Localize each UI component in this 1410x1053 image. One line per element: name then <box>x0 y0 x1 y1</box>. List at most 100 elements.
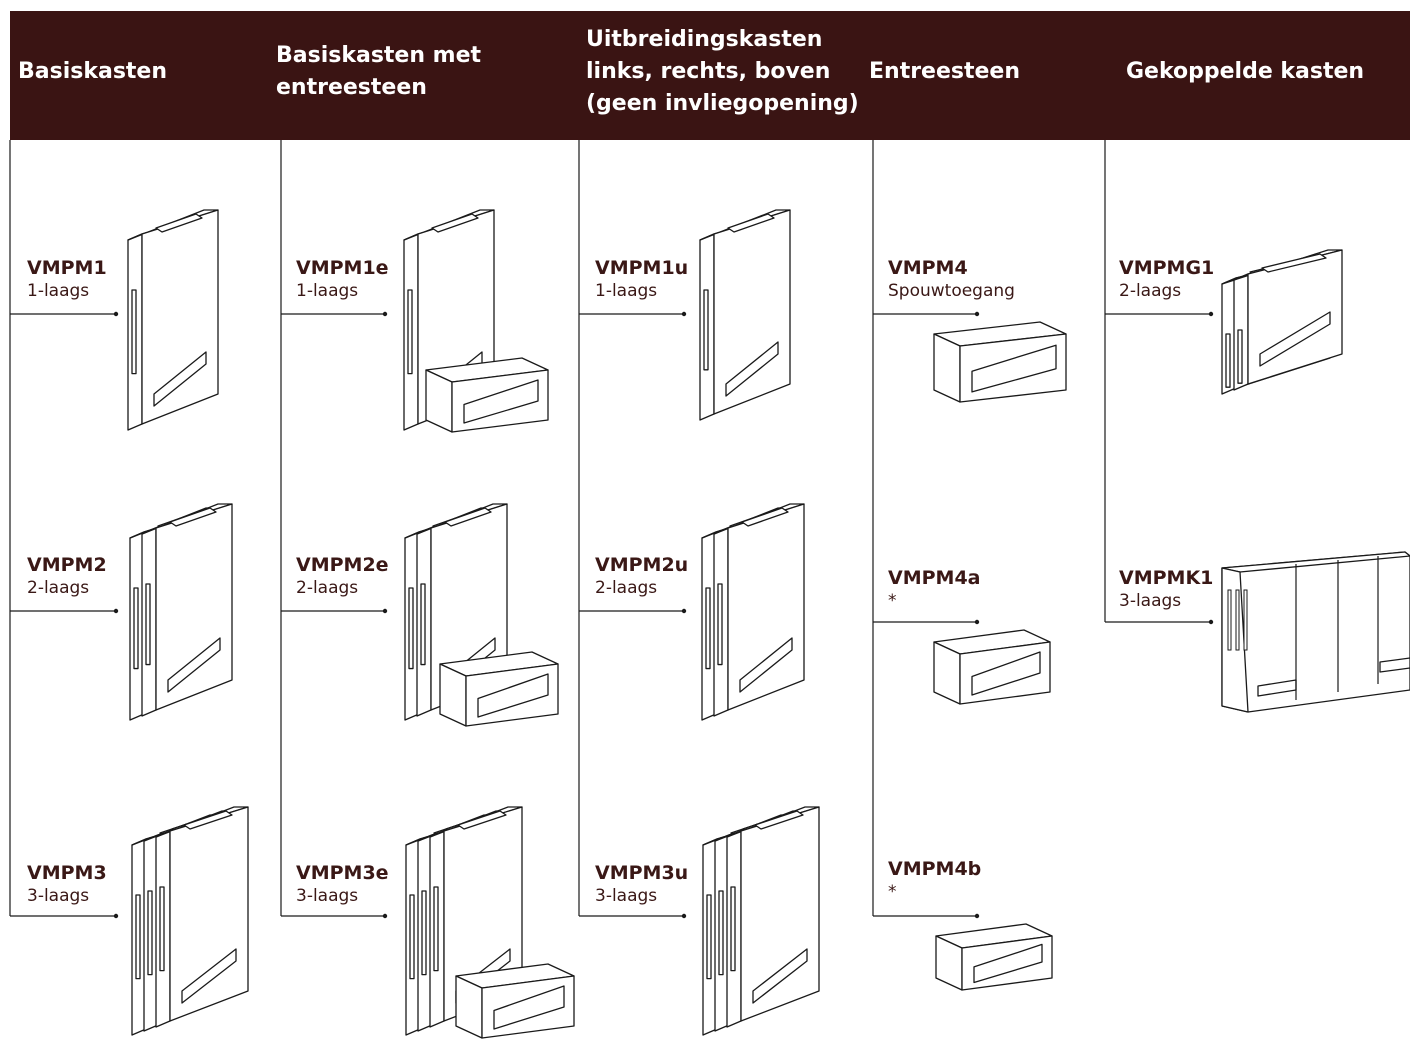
box-side-slit <box>145 583 151 666</box>
connector-dot <box>681 608 687 614</box>
box-side-slit <box>133 587 139 670</box>
box-side-slit <box>420 583 426 666</box>
connector-dot <box>681 311 687 317</box>
item-code: VMPM3u <box>595 862 689 884</box>
brick-entrance-opening <box>477 673 549 718</box>
box-front-face <box>169 806 249 1022</box>
brick-vmpm1e <box>425 357 549 433</box>
brick-vmpm4a <box>933 629 1051 705</box>
connector-dot <box>113 608 119 614</box>
box-side-slit <box>718 890 724 976</box>
item-vmpm2: VMPM2 2-laags <box>27 553 107 599</box>
brick-entrance-opening <box>973 943 1043 984</box>
box-side-slit <box>703 289 709 371</box>
box-entrance-opening <box>153 351 207 407</box>
item-subtitle: * <box>888 882 897 902</box>
connector-dot <box>681 913 687 919</box>
item-subtitle: * <box>888 591 897 611</box>
box-side-slit <box>433 886 439 972</box>
item-code: VMPM2 <box>27 554 107 576</box>
box-entrance-opening <box>752 948 808 1004</box>
item-code: VMPM1u <box>595 257 689 279</box>
connector-dot <box>382 608 388 614</box>
box-side-slit <box>408 587 414 670</box>
item-vmpm4a: VMPM4a * <box>888 566 981 612</box>
item-vmpm3e: VMPM3e 3-laags <box>296 861 389 907</box>
box-vmpm1u-layer-1 <box>699 209 791 421</box>
connector-dot <box>113 913 119 919</box>
box-front-face <box>713 209 791 415</box>
coupled-cabinet-body <box>1221 551 1410 713</box>
box-front-face <box>727 503 805 711</box>
connector-dot <box>1208 311 1214 317</box>
brick-vmpm4b <box>935 923 1053 991</box>
item-subtitle: 1-laags <box>296 281 359 301</box>
coupled-cabinet-slit <box>1243 589 1248 651</box>
box-entrance-opening <box>181 948 237 1004</box>
item-vmpm3: VMPM3 3-laags <box>27 861 107 907</box>
connector-dot <box>113 311 119 317</box>
item-subtitle: 2-laags <box>27 578 90 598</box>
brick-entrance-opening <box>463 379 539 424</box>
connector-dot <box>382 913 388 919</box>
box-side-slit <box>135 894 141 980</box>
box-front-face <box>740 806 820 1022</box>
box-side-slit <box>147 890 153 976</box>
header-bar <box>10 11 1410 140</box>
box-top-slot <box>155 213 203 233</box>
item-code: VMPMG1 <box>1119 257 1215 279</box>
item-subtitle: 1-laags <box>595 281 658 301</box>
box-side-slit <box>131 289 137 375</box>
box-vmpm2u-layer-2 <box>713 503 805 717</box>
item-subtitle: 2-laags <box>296 578 359 598</box>
box-entrance-opening <box>725 341 779 397</box>
brick-side-face <box>933 333 961 403</box>
box-side-slit <box>1237 329 1243 384</box>
item-vmpm2e: VMPM2e 2-laags <box>296 553 389 599</box>
box-top-slot <box>431 213 479 233</box>
connector-dot <box>974 311 980 317</box>
item-vmpm4b: VMPM4b * <box>888 857 981 903</box>
item-code: VMPM3e <box>296 862 389 884</box>
connector-dot <box>974 619 980 625</box>
box-vmpm1-layer-1 <box>127 209 219 431</box>
item-vmpm1: VMPM1 1-laags <box>27 256 107 302</box>
box-side-slit <box>705 587 711 670</box>
box-vmpmg1-layer-2 <box>1233 249 1343 391</box>
box-vmpmk1 <box>1221 551 1410 713</box>
connector-dot <box>974 913 980 919</box>
box-side-slit <box>407 289 413 375</box>
column-header-entreesteen: Entreesteen <box>869 59 1021 84</box>
item-subtitle: 2-laags <box>595 578 658 598</box>
item-subtitle: 3-laags <box>27 886 90 906</box>
box-top-slot <box>754 810 804 830</box>
coupled-cabinet-slit <box>1235 589 1240 651</box>
item-vmpm3u: VMPM3u 3-laags <box>595 861 688 907</box>
coupled-cabinet-opening-right <box>1379 657 1410 673</box>
brick-vmpm2e <box>439 651 559 727</box>
box-side-slit <box>717 583 723 666</box>
column-header-uitbreidingskasten: Uitbreidingskasten links, rechts, boven … <box>586 27 859 116</box>
brick-entrance-opening <box>493 985 565 1030</box>
item-code: VMPM1e <box>296 257 389 279</box>
box-top-slot <box>741 507 789 527</box>
item-code: VMPM4a <box>888 567 981 589</box>
box-front-face <box>155 503 233 711</box>
item-subtitle: 3-laags <box>296 886 359 906</box>
box-vmpm2-layer-2 <box>141 503 233 717</box>
box-top-slot <box>183 810 233 830</box>
item-vmpm1u: VMPM1u 1-laags <box>595 256 688 302</box>
box-vmpm3-layer-3 <box>155 806 249 1028</box>
box-entrance-opening <box>739 637 793 693</box>
item-vmpm2u: VMPM2u 2-laags <box>595 553 688 599</box>
box-top-slot <box>1261 253 1327 273</box>
box-top-slot <box>727 213 775 233</box>
box-side-slit <box>1225 333 1231 388</box>
item-vmpmg1: VMPMG1 2-laags <box>1119 256 1214 302</box>
column-header-basiskasten: Basiskasten <box>18 59 168 84</box>
box-side-slit <box>730 886 736 972</box>
box-entrance-opening <box>1259 311 1331 367</box>
box-side-slit <box>409 894 415 980</box>
box-vmpm3u-layer-3 <box>726 806 820 1028</box>
